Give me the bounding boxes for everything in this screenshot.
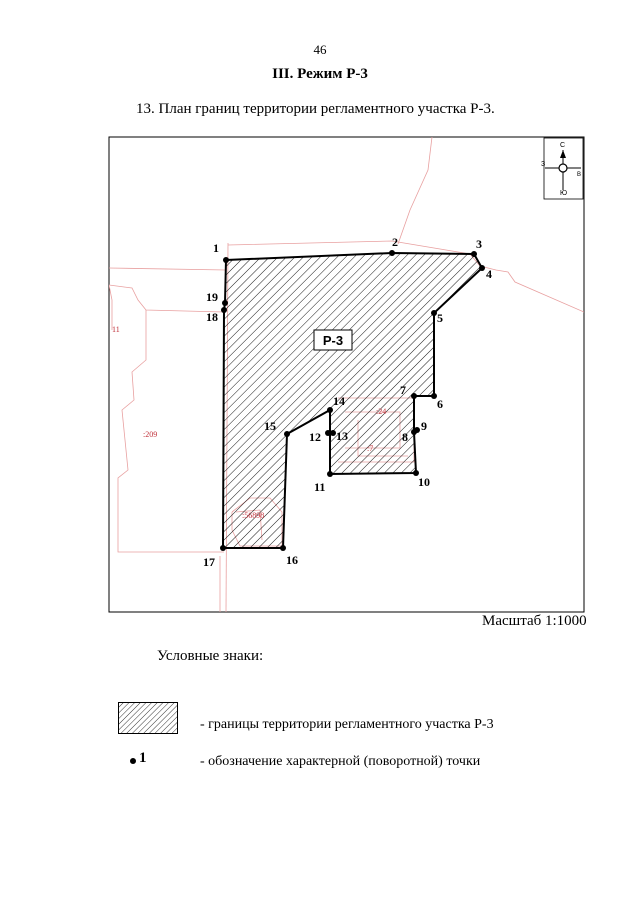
point-label-15: 15 bbox=[264, 419, 276, 433]
legend-point-dot bbox=[130, 758, 136, 764]
point-label-3: 3 bbox=[476, 237, 482, 251]
compass-west: З bbox=[541, 161, 545, 168]
point-label-14: 14 bbox=[333, 394, 345, 408]
cadastral-label-11: 11 bbox=[112, 325, 120, 334]
point-10-marker bbox=[413, 470, 419, 476]
cadastral-label-209: :209 bbox=[143, 430, 157, 439]
page-number: 46 bbox=[313, 42, 327, 57]
point-9-marker bbox=[414, 427, 420, 433]
cadastral-label-56898: :56898 bbox=[242, 511, 264, 520]
compass-rose: С Ю З В bbox=[541, 137, 584, 200]
point-7-marker bbox=[411, 393, 417, 399]
compass-north: С bbox=[560, 142, 565, 149]
point-label-10: 10 bbox=[418, 475, 430, 489]
zone-label-box bbox=[313, 329, 353, 351]
point-label-11: 11 bbox=[314, 480, 325, 494]
point-label-13: 13 bbox=[336, 429, 348, 443]
legend-hatch-text: - границы территории регламентного участ… bbox=[200, 717, 494, 732]
cadastral-label-24: :24 bbox=[376, 407, 386, 416]
point-16-marker bbox=[280, 545, 286, 551]
point-label-6: 6 bbox=[437, 397, 443, 411]
point-label-1: 1 bbox=[213, 241, 219, 255]
compass-south: Ю bbox=[560, 190, 567, 197]
legend-hatch-swatch bbox=[118, 702, 178, 734]
legend-point-number: 1 bbox=[139, 750, 147, 766]
compass-east: В bbox=[577, 172, 581, 178]
legend-title: Условные знаки: bbox=[157, 648, 264, 664]
point-6-marker bbox=[431, 393, 437, 399]
turning-points bbox=[220, 250, 485, 551]
point-4-marker bbox=[479, 265, 485, 271]
zone-label: Р-3 bbox=[323, 333, 343, 348]
point-label-7: 7 bbox=[400, 383, 406, 397]
point-1-marker bbox=[223, 257, 229, 263]
point-label-12: 12 bbox=[309, 430, 321, 444]
point-12-marker bbox=[325, 430, 331, 436]
point-5-marker bbox=[431, 310, 437, 316]
point-label-2: 2 bbox=[392, 235, 398, 249]
section-title: III. Режим Р-3 bbox=[272, 66, 368, 82]
scale-label: Масштаб 1:1000 bbox=[482, 613, 587, 629]
point-label-4: 4 bbox=[486, 267, 492, 281]
point-13-marker bbox=[330, 430, 336, 436]
point-15-marker bbox=[284, 431, 290, 437]
legend-point-text: - обозначение характерной (поворотной) т… bbox=[200, 754, 481, 769]
point-11-marker bbox=[327, 471, 333, 477]
point-14-marker bbox=[327, 407, 333, 413]
point-19-marker bbox=[222, 300, 228, 306]
point-17-marker bbox=[220, 545, 226, 551]
point-label-17: 17 bbox=[203, 555, 215, 569]
point-label-16: 16 bbox=[286, 553, 298, 567]
point-label-9: 9 bbox=[421, 419, 427, 433]
cadastral-label-7: :7 bbox=[367, 444, 373, 453]
point-3-marker bbox=[471, 251, 477, 257]
plan-caption: 13. План границ территории регламентного… bbox=[136, 101, 495, 117]
point-label-19: 19 bbox=[206, 290, 218, 304]
point-18-marker bbox=[221, 307, 227, 313]
point-label-8: 8 bbox=[402, 430, 408, 444]
point-label-5: 5 bbox=[437, 311, 443, 325]
point-2-marker bbox=[389, 250, 395, 256]
point-label-18: 18 bbox=[206, 310, 218, 324]
point-labels: 1 2 3 4 5 6 7 8 9 10 11 12 13 14 15 16 1… bbox=[203, 235, 492, 569]
